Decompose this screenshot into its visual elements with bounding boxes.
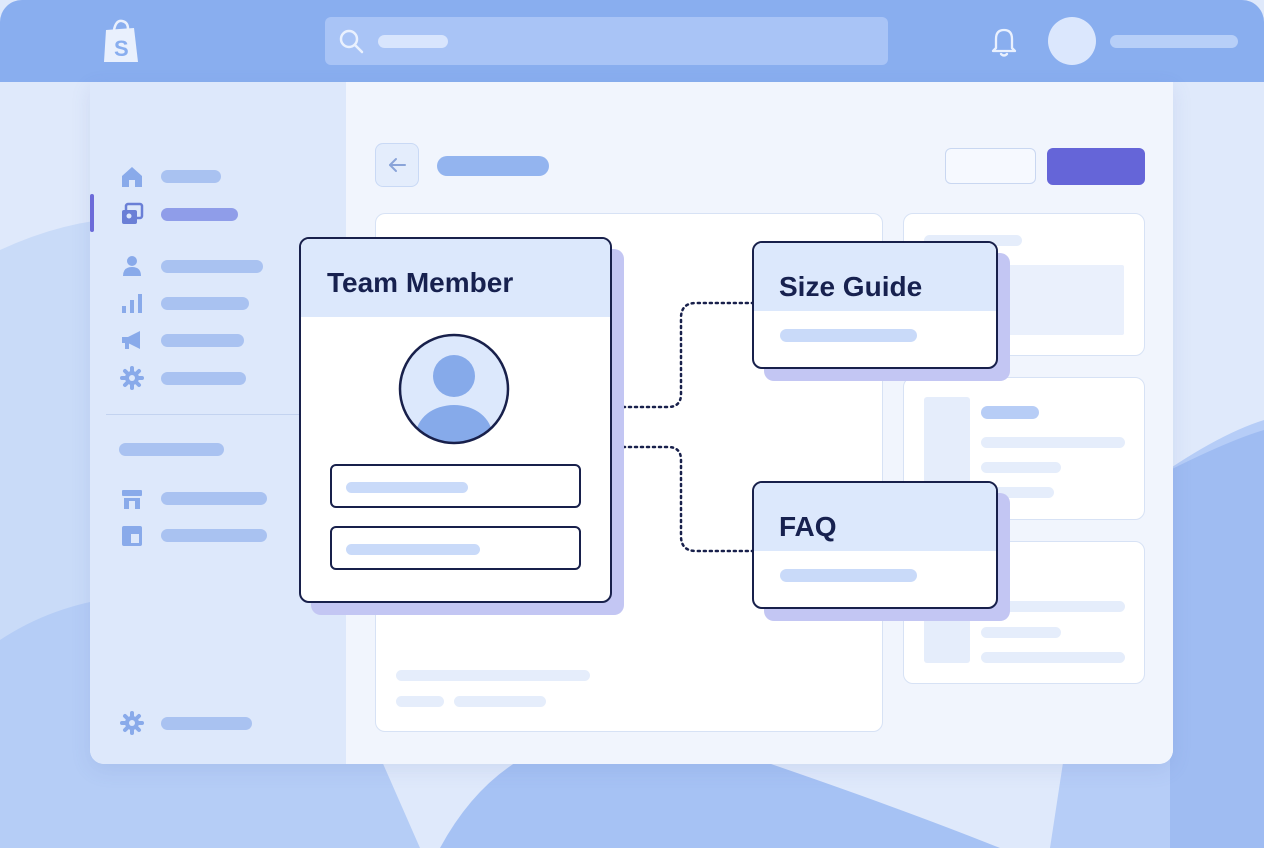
sidebar-item-apps[interactable]: [161, 372, 246, 385]
sidebar-item-customers[interactable]: [161, 260, 263, 273]
team-member-field-1[interactable]: [330, 464, 581, 508]
size-guide-card[interactable]: Size Guide: [752, 241, 998, 369]
placeholder-line: [981, 487, 1054, 498]
bar-chart-icon[interactable]: [120, 291, 144, 315]
faq-card[interactable]: FAQ: [752, 481, 998, 609]
size-guide-card-header: Size Guide: [754, 243, 996, 311]
back-button[interactable]: [375, 143, 419, 187]
sidebar-item-marketing[interactable]: [161, 334, 244, 347]
placeholder-line: [924, 235, 1022, 246]
shopify-bag-icon[interactable]: S: [100, 18, 142, 64]
apps-icon[interactable]: [120, 366, 144, 390]
team-member-title: Team Member: [327, 267, 514, 298]
svg-text:S: S: [114, 36, 129, 61]
search-icon[interactable]: [338, 28, 364, 54]
team-member-card-header: Team Member: [301, 239, 610, 315]
content-icon[interactable]: [120, 202, 144, 226]
person-icon[interactable]: [120, 254, 144, 278]
user-name-placeholder: [1110, 35, 1238, 48]
placeholder-line: [981, 601, 1125, 612]
secondary-button[interactable]: [945, 148, 1036, 184]
sidebar-item-content[interactable]: [161, 208, 238, 221]
sidebar-item-analytics[interactable]: [161, 297, 249, 310]
home-icon[interactable]: [120, 165, 144, 189]
sales-channels-heading: [119, 443, 224, 456]
side-card-3: [903, 541, 1145, 684]
size-guide-title: Size Guide: [779, 271, 923, 302]
arrow-left-icon: [389, 158, 406, 172]
search-placeholder: [378, 35, 448, 48]
placeholder-line: [454, 696, 546, 707]
primary-button[interactable]: [1047, 148, 1145, 185]
placeholder-line: [396, 696, 444, 707]
placeholder-line: [981, 406, 1039, 419]
bell-icon[interactable]: [988, 24, 1020, 58]
active-indicator: [90, 194, 94, 232]
page-title-placeholder: [437, 156, 549, 176]
sidebar-item-home[interactable]: [161, 170, 221, 183]
avatar-icon: [398, 333, 510, 445]
sidebar-item-online-store[interactable]: [161, 492, 267, 505]
team-member-field-2[interactable]: [330, 526, 581, 570]
placeholder-line: [981, 462, 1061, 473]
sidebar-item-settings[interactable]: [161, 717, 252, 730]
team-member-card[interactable]: Team Member: [299, 237, 612, 603]
sidebar-divider: [106, 414, 316, 415]
megaphone-icon[interactable]: [120, 328, 144, 352]
faq-field: [780, 569, 917, 582]
settings-icon[interactable]: [120, 711, 144, 735]
layout-icon[interactable]: [120, 524, 144, 548]
placeholder-line: [981, 627, 1061, 638]
faq-card-header: FAQ: [754, 483, 996, 551]
size-guide-field: [780, 329, 917, 342]
placeholder-line: [981, 652, 1125, 663]
faq-title: FAQ: [779, 511, 837, 542]
sidebar-item-pos[interactable]: [161, 529, 267, 542]
placeholder-line: [396, 670, 590, 681]
user-avatar[interactable]: [1048, 17, 1096, 65]
store-icon[interactable]: [120, 487, 144, 511]
placeholder-line: [981, 437, 1125, 448]
